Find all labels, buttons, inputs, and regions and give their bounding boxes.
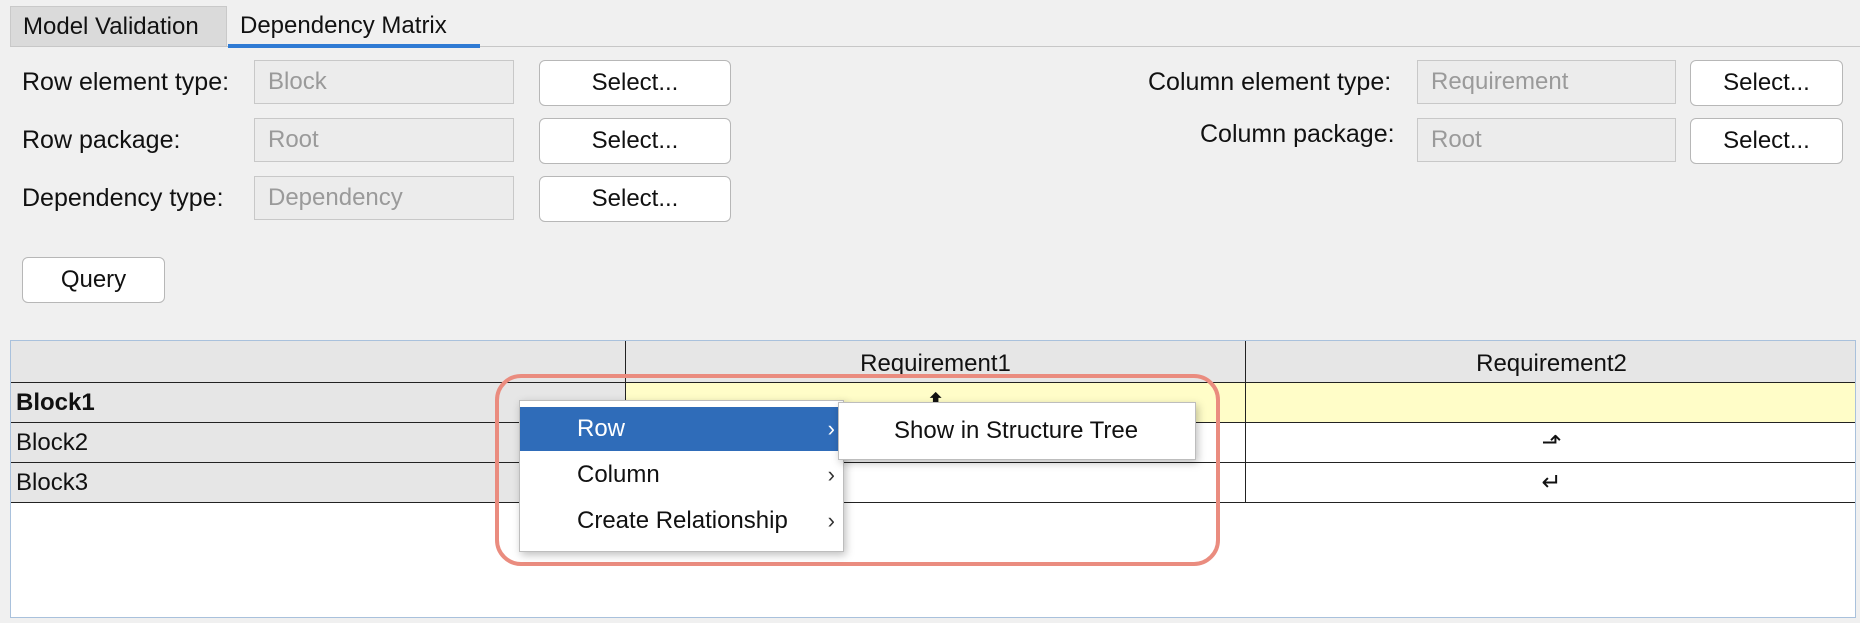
matrix-cell[interactable] [1245,383,1855,423]
row-package-select-button[interactable]: Select... [539,118,731,164]
row-package-label: Row package: [22,126,181,154]
column-package-select-button[interactable]: Select... [1690,118,1843,164]
column-element-type-label: Column element type: [1148,68,1392,96]
tab-model-validation[interactable]: Model Validation [10,6,227,46]
row-element-type-field[interactable]: Block [254,60,514,104]
row-package-field[interactable]: Root [254,118,514,162]
chevron-right-icon: › [827,416,835,441]
tab-bar-divider [10,46,1860,47]
context-menu-item-label: Column [577,461,660,488]
chevron-right-icon: › [827,462,835,487]
dependency-type-select-button[interactable]: Select... [539,176,731,222]
chevron-right-icon: › [827,508,835,533]
column-header-requirement1[interactable]: Requirement1 [625,341,1245,383]
context-menu-item-label: Row [577,415,626,442]
row-element-type-label: Row element type: [22,68,230,96]
column-element-type-field[interactable]: Requirement [1417,60,1676,104]
matrix-cell[interactable]: ↵ [1245,463,1855,503]
column-header-requirement2[interactable]: Requirement2 [1245,341,1855,383]
context-submenu: Show in Structure Tree [838,402,1196,460]
active-tab-indicator [228,44,480,48]
tab-dependency-matrix[interactable]: Dependency Matrix [228,6,480,48]
query-button[interactable]: Query [22,257,165,303]
context-menu-item-create-relationship[interactable]: Create Relationship › [520,499,843,543]
highlight-outline [495,374,1220,566]
column-element-type-select-button[interactable]: Select... [1690,60,1843,106]
dependency-type-field[interactable]: Dependency [254,176,514,220]
column-package-label: Column package: [1200,120,1395,148]
submenu-item-show-in-structure-tree[interactable]: Show in Structure Tree [894,417,1139,444]
context-menu-item-row[interactable]: Row › [520,407,843,451]
context-menu: Row › Column › Create Relationship › [519,400,844,552]
context-menu-item-label: Create Relationship [577,507,788,534]
context-menu-item-column[interactable]: Column › [520,453,843,497]
tab-dependency-matrix-label: Dependency Matrix [240,12,447,39]
dependency-type-label: Dependency type: [22,184,224,212]
column-package-field[interactable]: Root [1417,118,1676,162]
matrix-cell[interactable]: ⬏ [1245,423,1855,463]
row-element-type-select-button[interactable]: Select... [539,60,731,106]
